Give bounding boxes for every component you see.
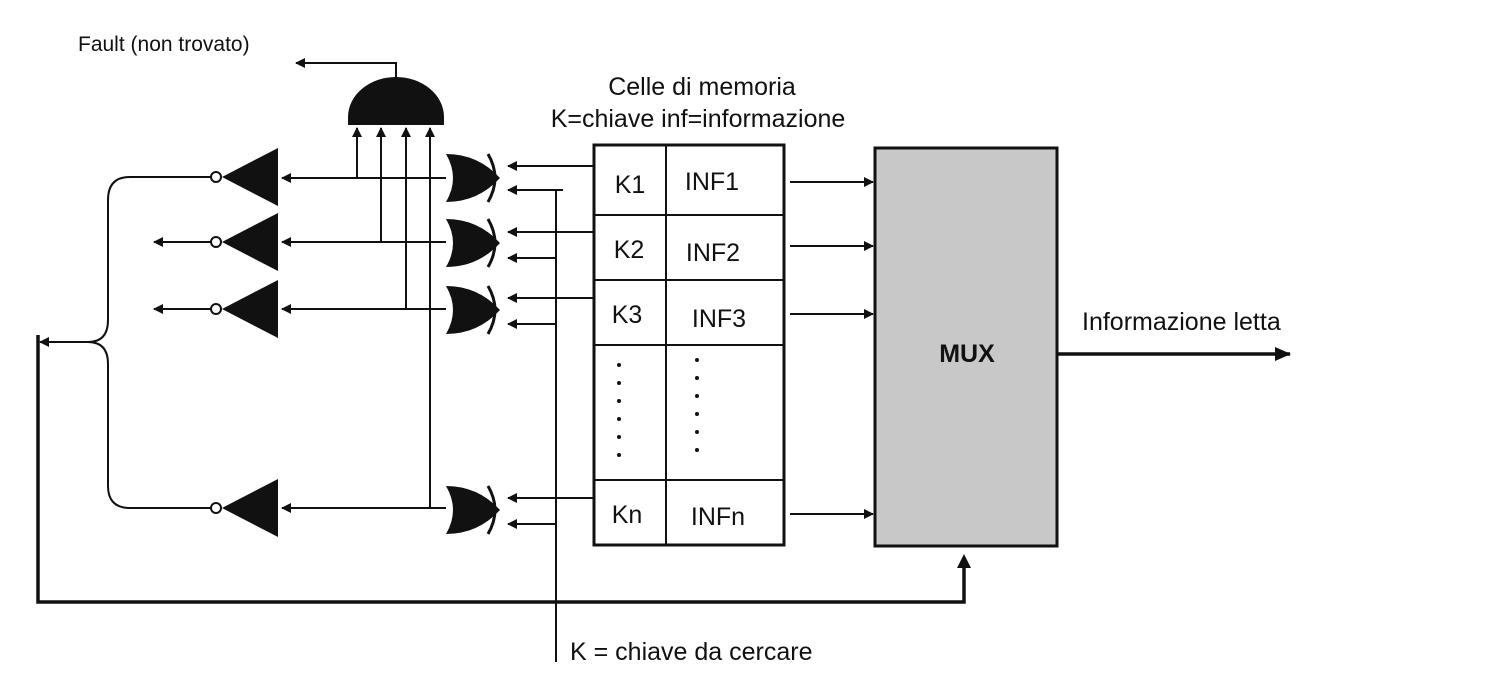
mux-label: MUX bbox=[939, 340, 995, 368]
fault-output-wire bbox=[295, 58, 397, 80]
cells-title-line2: K=chiave inf=informazione bbox=[551, 105, 846, 133]
cell-inf-2: INF2 bbox=[686, 239, 740, 267]
cell-key-n: Kn bbox=[612, 501, 643, 529]
cell-inf-3: INF3 bbox=[692, 305, 746, 333]
cell-key-1: K1 bbox=[615, 171, 646, 199]
inf-to-mux-wires bbox=[790, 177, 874, 519]
cell-inf-1: INF1 bbox=[685, 168, 739, 196]
search-key-label: K = chiave da cercare bbox=[570, 638, 813, 666]
mux-select-feedback bbox=[36, 335, 966, 604]
search-key-bus bbox=[507, 185, 563, 662]
and-gate-inputs bbox=[352, 127, 435, 508]
cell-key-to-comparator-wires bbox=[507, 161, 594, 503]
output-label: Informazione letta bbox=[1082, 308, 1281, 336]
mux-block bbox=[873, 146, 1059, 548]
cell-key-3: K3 bbox=[612, 301, 643, 329]
ellipsis-dots bbox=[617, 358, 699, 457]
cell-inf-n: INFn bbox=[691, 503, 745, 531]
cell-key-2: K2 bbox=[614, 236, 645, 264]
mux-select-arrowhead bbox=[957, 554, 971, 568]
cells-title-line1: Celle di memoria bbox=[608, 73, 796, 101]
memory-cells bbox=[592, 143, 786, 547]
and-gate bbox=[348, 77, 444, 125]
comparator-gates bbox=[446, 153, 500, 535]
buffer-gates bbox=[210, 148, 278, 537]
buffer-output-wires bbox=[39, 176, 211, 509]
comparator-output-wires bbox=[281, 173, 446, 513]
fault-label: Fault (non trovato) bbox=[78, 33, 250, 56]
